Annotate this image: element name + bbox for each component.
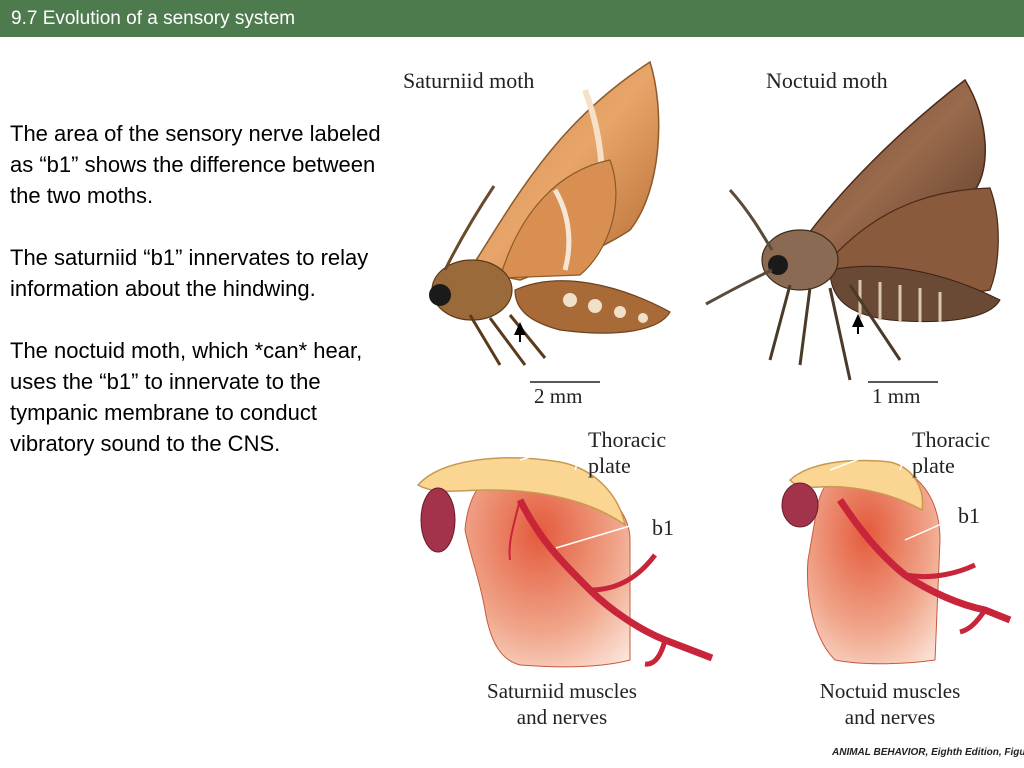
paragraph-3: The noctuid moth, which *can* hear, uses… — [10, 338, 363, 456]
b1-label-left: b1 — [652, 515, 674, 540]
saturniid-moth-illustration — [429, 60, 671, 383]
saturniid-muscle-diagram — [416, 439, 714, 668]
paragraph-1: The area of the sensory nerve labeled as… — [10, 121, 381, 208]
slide-title: 9.7 Evolution of a sensory system — [11, 8, 296, 29]
body-text: The area of the sensory nerve labeled as… — [10, 118, 400, 490]
noctuid-moth-illustration — [705, 78, 1001, 383]
noctuid-caption: Noctuid muscles and nerves — [819, 679, 961, 729]
saturniid-moth-label: Saturniid moth — [403, 68, 535, 93]
b1-label-right: b1 — [958, 503, 980, 528]
title-bar: 9.7 Evolution of a sensory system — [0, 0, 1024, 37]
saturniid-scale-label: 2 mm — [534, 384, 583, 408]
noctuid-moth-label: Noctuid moth — [766, 68, 888, 93]
noctuid-muscle-diagram — [781, 439, 1012, 665]
figure-credit: ANIMAL BEHAVIOR, Eighth Edition, Figure — [832, 747, 1024, 758]
paragraph-2: The saturniid “b1” innervates to relay i… — [10, 245, 369, 301]
thoracic-plate-label-left: Thoracic plate — [588, 427, 667, 478]
noctuid-scale-label: 1 mm — [872, 384, 921, 408]
saturniid-caption: Saturniid muscles and nerves — [487, 679, 637, 729]
thoracic-plate-label-right: Thoracic plate — [912, 427, 991, 478]
